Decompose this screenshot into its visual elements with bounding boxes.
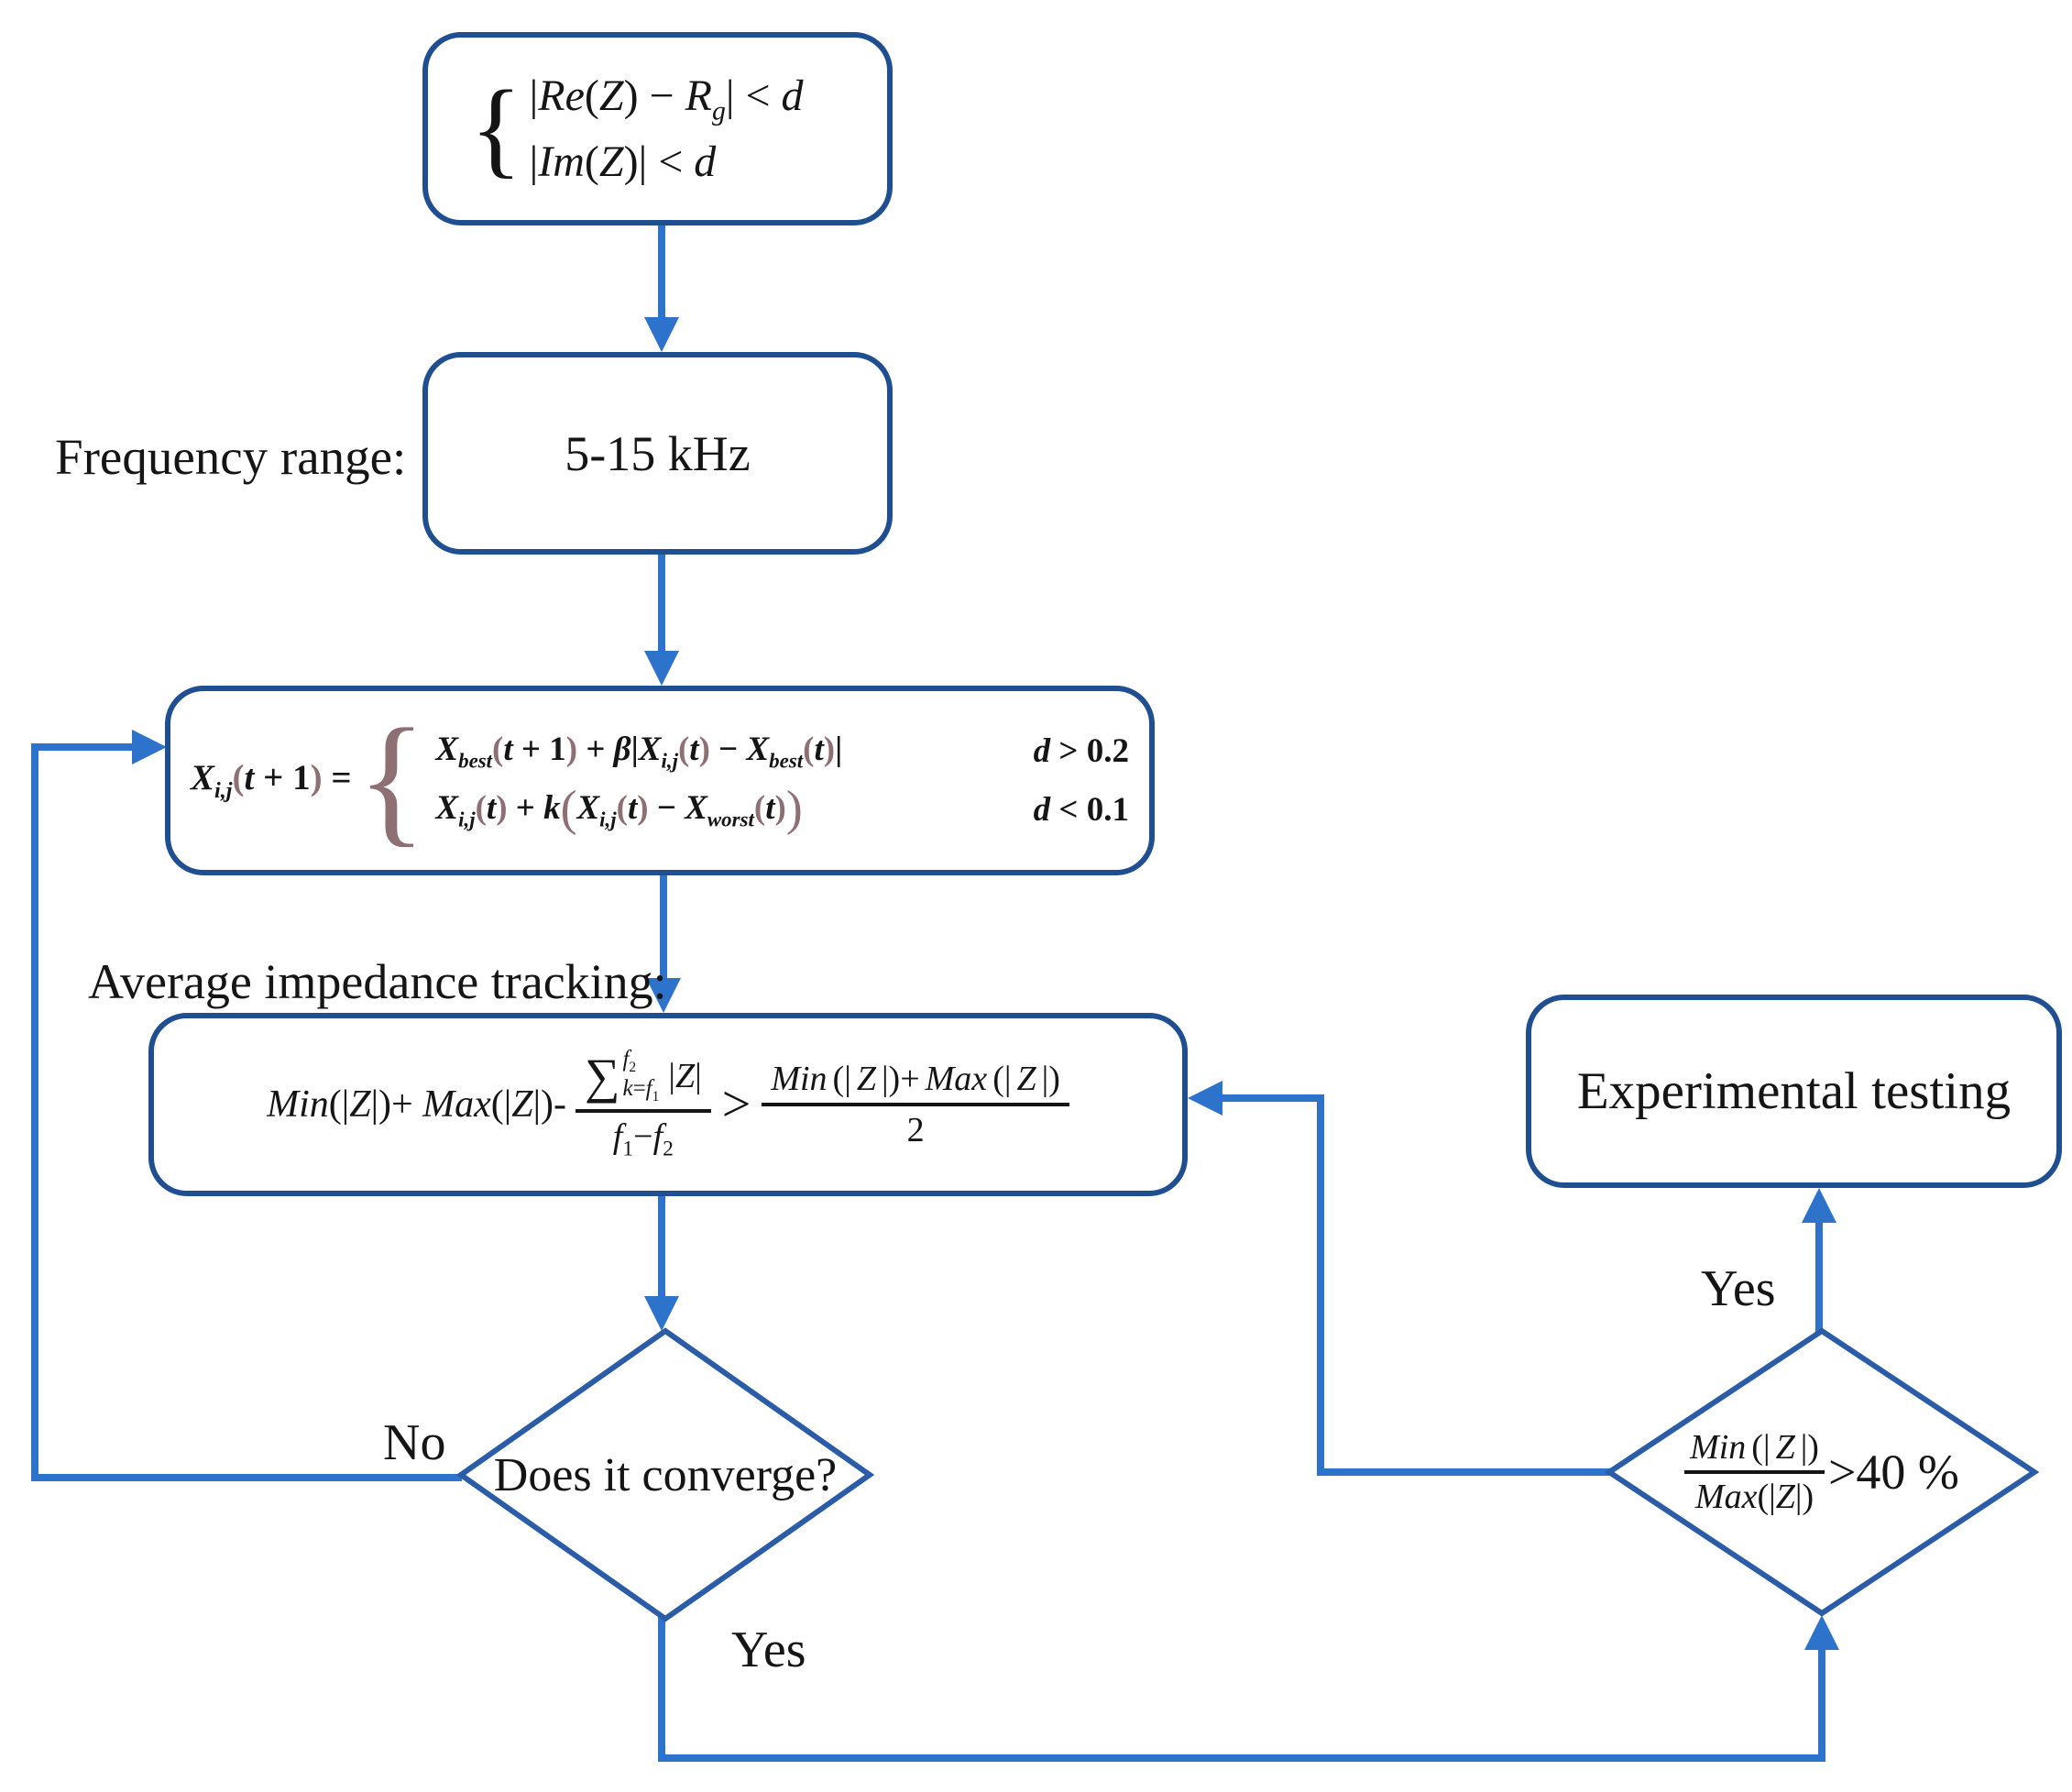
- sum-fraction: ∑ f2 k=f1 |Z| f1−f2: [575, 1047, 711, 1161]
- converge-question: Does it converge?: [493, 1448, 838, 1501]
- sum-upper-limit: f2: [622, 1047, 637, 1076]
- connector-ratio-to-experimental: [1815, 1221, 1823, 1335]
- connector-no-vertical: [31, 743, 38, 1481]
- criteria-line2: |Im(Z)| < d: [529, 137, 717, 186]
- update-case2-condition: d < 0.1: [1033, 790, 1129, 829]
- greater-than-symbol: >: [721, 1076, 751, 1133]
- no-edge-label: No: [383, 1414, 446, 1471]
- tracking-equation-box: Min(|Z|)+ Max(|Z|)- ∑ f2 k=f1 |Z| f1−f2 …: [148, 1013, 1188, 1196]
- summation: ∑ f2 k=f1: [585, 1047, 659, 1105]
- arrow-right-icon: [132, 730, 167, 764]
- connector-ratio-return-top: [1221, 1094, 1324, 1102]
- curly-brace: {: [356, 699, 427, 861]
- criteria-box: { |Re(Z) − Rg| < d |Im(Z)| < d: [422, 32, 893, 225]
- ratio-diamond: Min(|Z|) Max(|Z|) >40 %: [1604, 1325, 2040, 1619]
- arrow-left-icon: [1188, 1081, 1222, 1116]
- arrow-down-icon: [644, 317, 679, 352]
- frequency-value: 5-15 kHz: [565, 425, 751, 481]
- connector-update-to-tracking: [660, 874, 667, 980]
- mean-fraction: Min(|Z|)+ Max(|Z|) 2: [762, 1059, 1069, 1150]
- connector-ratio-return-horizontal: [1317, 1468, 1612, 1476]
- sum-lower-limit: k=f1: [622, 1076, 660, 1105]
- arrow-down-icon: [644, 1296, 679, 1331]
- connector-criteria-to-frequency: [658, 224, 665, 319]
- experimental-testing-box: Experimental testing: [1526, 995, 2062, 1188]
- update-case2: Xi,j(t) + k(Xi,j(t) − Xworst(t)) d < 0.1: [435, 779, 1129, 835]
- update-lhs: Xi,j(t + 1) =: [191, 758, 352, 803]
- arrow-down-icon: [644, 651, 679, 686]
- ratio-formula: Min(|Z|) Max(|Z|) >40 %: [1684, 1427, 1959, 1517]
- converge-diamond-shape: [455, 1327, 875, 1622]
- arrow-up-icon: [1802, 1188, 1836, 1223]
- connector-no-horizontal: [31, 1474, 462, 1481]
- curly-brace: {: [470, 68, 522, 189]
- ratio-denominator: Max(|Z|): [1694, 1478, 1814, 1516]
- sum-fraction-denominator: f1−f2: [612, 1117, 674, 1161]
- update-formula: Xi,j(t + 1) = { Xbest(t + 1) + β|Xi,j(t)…: [170, 699, 1149, 861]
- update-equation-box: Xi,j(t + 1) = { Xbest(t + 1) + β|Xi,j(t)…: [165, 686, 1155, 875]
- connector-ratio-return-vertical: [1317, 1094, 1324, 1476]
- sum-argument: |Z|: [668, 1057, 702, 1096]
- update-case1: Xbest(t + 1) + β|Xi,j(t) − Xbest(t)| d >…: [435, 730, 1129, 773]
- tracking-label: Average impedance tracking:: [88, 954, 667, 1009]
- yes-edge-label-bottom: Yes: [731, 1622, 806, 1678]
- criteria-formula: { |Re(Z) − Rg| < d |Im(Z)| < d: [461, 65, 804, 192]
- mean-fraction-numerator: Min(|Z|)+ Max(|Z|): [762, 1059, 1069, 1106]
- connector-frequency-to-update: [658, 552, 665, 653]
- update-case2-expression: Xi,j(t) + k(Xi,j(t) − Xworst(t)): [435, 779, 803, 835]
- connector-no-top-horizontal: [31, 743, 134, 751]
- arrow-up-icon: [1804, 1615, 1839, 1650]
- connector-yes-down: [658, 1617, 665, 1762]
- update-case1-expression: Xbest(t + 1) + β|Xi,j(t) − Xbest(t)|: [435, 731, 843, 773]
- frequency-range-label: Frequency range:: [55, 429, 407, 485]
- ratio-numerator: Min(|Z|): [1684, 1427, 1825, 1474]
- tracking-formula: Min(|Z|)+ Max(|Z|)- ∑ f2 k=f1 |Z| f1−f2 …: [154, 1047, 1182, 1161]
- arrow-down-icon: [646, 978, 681, 1013]
- connector-yes-bottom-horizontal: [658, 1754, 1825, 1762]
- ratio-threshold: >40 %: [1827, 1445, 1959, 1500]
- criteria-line1: |Re(Z) − Rg| < d: [529, 71, 804, 126]
- converge-diamond: Does it converge?: [455, 1325, 875, 1624]
- mean-fraction-denominator: 2: [906, 1111, 925, 1149]
- frequency-box: 5-15 kHz: [422, 352, 893, 555]
- connector-tracking-to-converge: [658, 1194, 665, 1298]
- connector-yes-up-to-ratio: [1818, 1646, 1825, 1762]
- yes-edge-label-right: Yes: [1701, 1260, 1776, 1317]
- sigma-symbol: ∑: [584, 1048, 620, 1104]
- experimental-testing-label: Experimental testing: [1576, 1062, 2012, 1120]
- tracking-prefix: Min(|Z|)+ Max(|Z|)-: [267, 1083, 566, 1126]
- update-case1-condition: d > 0.2: [1033, 732, 1129, 771]
